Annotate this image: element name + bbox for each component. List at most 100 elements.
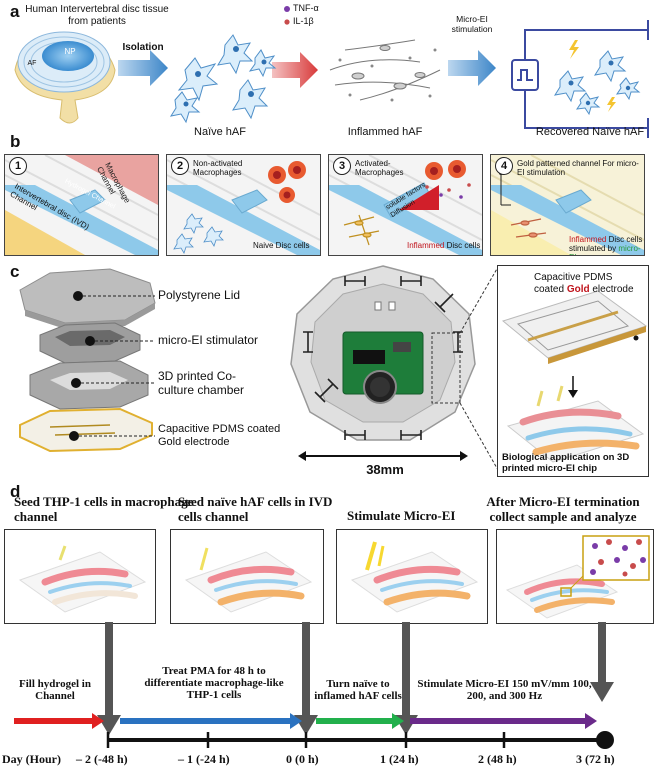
panel-a-illustration [14, 6, 649, 138]
step-number: 4 [495, 157, 513, 175]
panel-b-step-2: 2 Non-activated Macrophages Naive Disc c… [166, 154, 321, 256]
chip-channels-icon [491, 155, 644, 255]
inflamed-stimulated-label: Inflammed Disc cells stimulated by micro… [569, 235, 644, 255]
pcb-device-icon [290, 265, 476, 441]
inflammation-arrow-icon [272, 52, 318, 88]
disc-cells-word: Disc cells [444, 241, 481, 250]
step-number: 3 [333, 157, 351, 175]
inset-bottom-label: Biological application on 3D printed mic… [502, 452, 630, 474]
chip-drawing-icon [184, 547, 313, 613]
panel-b-step-4: 4 Gold patterned channel For micro-EI st… [490, 154, 645, 256]
inset-top-line2b: electrode [589, 284, 634, 295]
day-axis-label: Day (Hour) [2, 752, 61, 766]
inflamed-word: Inflammed [569, 235, 607, 244]
step1-box [4, 529, 156, 624]
tissue-title: Human Intervertebral disc tissue from pa… [25, 4, 169, 27]
stimulation-arrow-icon [448, 50, 496, 86]
chip-drawing-icon [350, 541, 479, 613]
scale-arrow-left-icon [298, 451, 306, 461]
zoom-lines [431, 266, 499, 471]
il1b-label: IL-1β [293, 16, 314, 26]
day-tick-label: – 1 (-24 h) [178, 752, 230, 766]
panel-b-step-3: 3 Activated- Macrophages soluble factors… [328, 154, 483, 256]
spark-icon [607, 97, 616, 112]
day-tick-label: 3 (72 h) [576, 752, 615, 766]
chip-channels-icon [329, 155, 482, 255]
phase2-bar [120, 713, 302, 729]
step2-heading: Seed naïve hAF cells in IVD cells channe… [178, 494, 333, 524]
chip-channels-icon [167, 155, 320, 255]
electrode-label: Capacitive PDMS coated Gold electrode [158, 423, 281, 448]
inset-top-line1: Capacitive PDMS [534, 272, 613, 283]
chip-drawing-icon [18, 545, 147, 613]
lid-label: Polystyrene Lid [158, 288, 241, 302]
micro-ei-word: micro-EI [569, 244, 641, 255]
inset-top-label: Capacitive PDMS coated Gold electrode [534, 272, 646, 296]
af-label: AF [27, 60, 37, 67]
timeline [14, 622, 614, 749]
inflamed-word: Inflammed [407, 241, 445, 250]
il1b-icon [284, 19, 290, 25]
phase2-label: Treat PMA for 48 h to differentiate macr… [144, 665, 284, 701]
step2-box [170, 529, 324, 624]
vertebra-icon [14, 31, 116, 124]
isolation-label: Isolation [122, 42, 164, 53]
step3-heading: Stimulate Micro-EI [347, 508, 456, 523]
day-tick-label: 2 (48 h) [478, 752, 517, 766]
nonactivated-macrophages-label: Non-activated Macrophages [193, 159, 243, 177]
chip-channels-icon [5, 155, 158, 255]
panel-a-label: a [10, 2, 20, 21]
recovered-label: Recovered Naïve hAF [535, 126, 645, 138]
phase3-label: Turn naïve to inflamed hAF cells [314, 678, 402, 702]
scale-arrow-right-icon [460, 451, 468, 461]
phase4-bar [410, 713, 597, 729]
disc-cells-word: Disc cells [606, 235, 643, 244]
naive-label: Naïve hAF [194, 126, 246, 138]
chip-diagram-icon [501, 290, 648, 463]
inflamed-disc-cells-label: Inflammed Disc cells [407, 241, 482, 250]
macrophage-icon [268, 161, 306, 203]
day-tick-label: 0 (0 h) [286, 752, 319, 766]
chamber-label: 3D printed Co- culture chamber [158, 369, 245, 397]
panel-b-label: b [10, 132, 21, 151]
step-number: 1 [9, 157, 27, 175]
cell-dots-icon [590, 539, 646, 577]
panel-d-label: d [10, 482, 21, 501]
phase4-label: Stimulate Micro-EI 150 mV/mm 100, 200, a… [417, 678, 592, 702]
day-tick-label: – 2 (-48 h) [76, 752, 128, 766]
phase1-bar [14, 713, 104, 729]
np-label: NP [64, 47, 76, 56]
tnf-alpha-icon [284, 6, 290, 12]
phase1-label: Fill hydrogel in Channel [19, 678, 91, 702]
step1-heading: Seed THP-1 cells in macrophage channel [14, 494, 194, 524]
step4-box [496, 529, 654, 624]
naive-disc-cells-label: Naive Disc cells [253, 241, 310, 250]
inset-gold-word: Gold [566, 284, 590, 295]
step-number: 2 [171, 157, 189, 175]
circuit-icon [511, 20, 649, 138]
naive-hAF-cells-icon [169, 34, 277, 124]
chip-drawing-icon [505, 535, 650, 619]
phase3-bar [316, 713, 404, 729]
exploded-device-icon [19, 268, 156, 453]
micro-ei-label: Micro-EI stimulation [451, 14, 493, 34]
macrophage-icon [425, 160, 466, 180]
inflamed-hAF-cells-icon [329, 39, 441, 101]
panel-b-step-1: 1 Macrophage Channel Hydrogel Channel In… [4, 154, 159, 256]
gold-channel-label: Gold patterned channel For micro-EI stim… [517, 159, 639, 177]
scale-bar-icon [302, 455, 464, 457]
step3-box [336, 529, 488, 624]
scale-label: 38mm [366, 462, 404, 477]
activated-macrophages-label: Activated- Macrophages [355, 159, 404, 177]
inset-top-line2a: coated [534, 284, 567, 295]
panel-c-label: c [10, 262, 20, 281]
chip-inset: Capacitive PDMS coated Gold electrode Bi… [497, 265, 649, 477]
inflamed-label: Inflammed hAF [347, 126, 423, 138]
day-tick-label: 1 (24 h) [380, 752, 419, 766]
spark-icon [569, 40, 579, 59]
tnf-alpha-label: TNF-α [293, 3, 319, 13]
step4-heading: After Micro-EI termination collect sampl… [486, 494, 640, 524]
timeline-end-icon [596, 731, 614, 749]
stimulator-label: micro-EI stimulator [158, 333, 259, 347]
isolation-arrow-icon [118, 50, 168, 86]
